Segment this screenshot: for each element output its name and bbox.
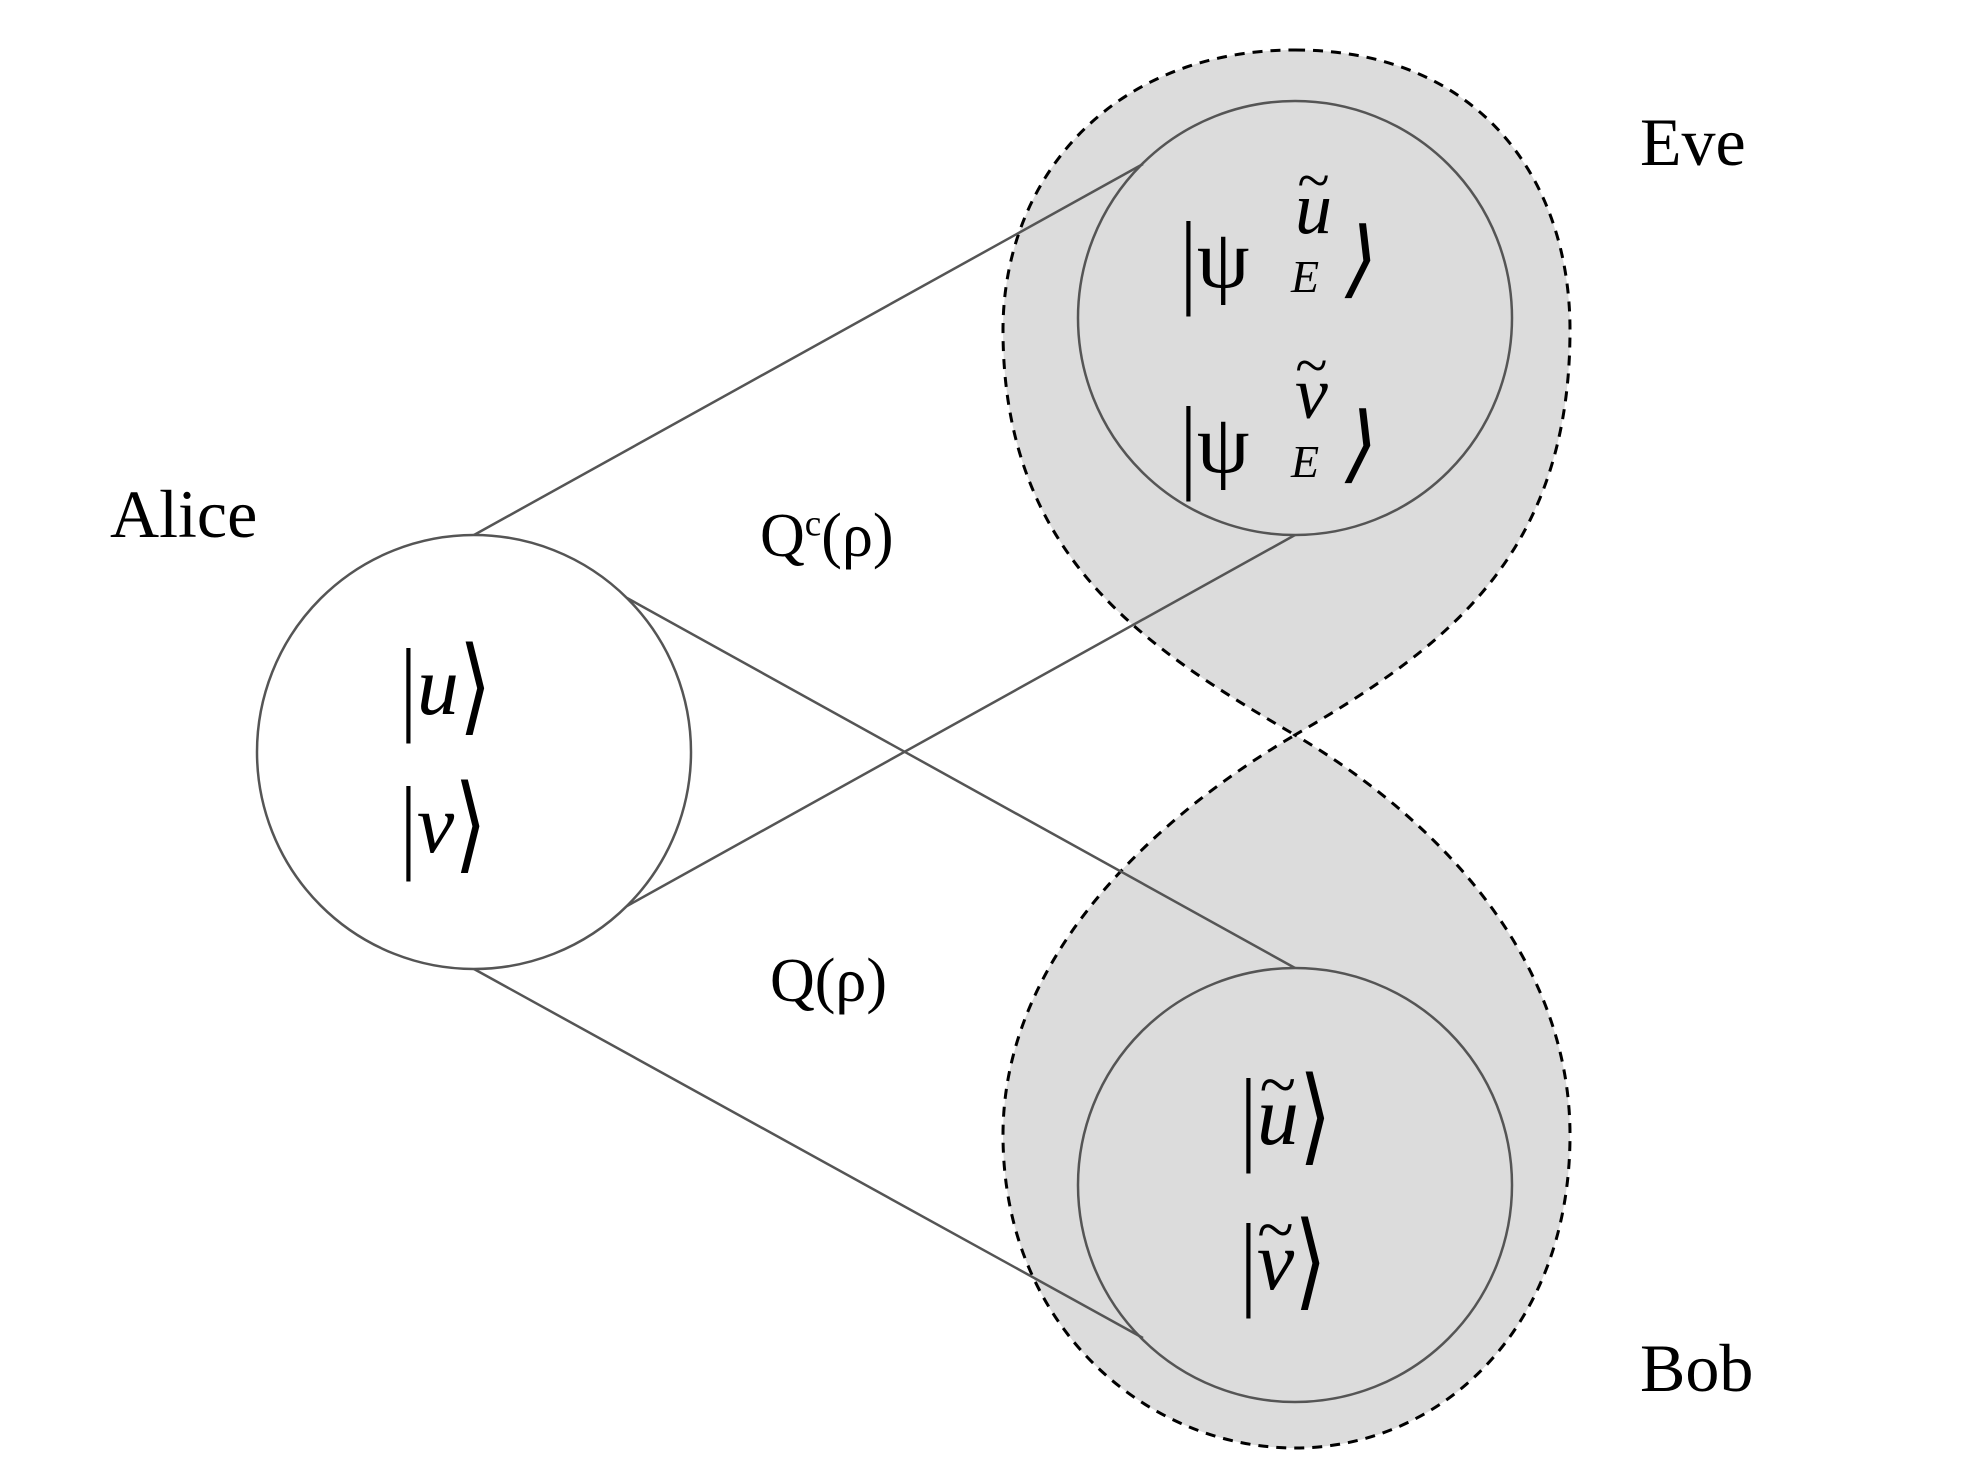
alice-state-u: |u⟩	[400, 628, 492, 745]
line-alice-bottom-to-bob	[473, 967, 1144, 1340]
bob-label: Bob	[1640, 1330, 1754, 1406]
main-channel-label: Q(ρ)	[770, 947, 888, 1015]
eve-state-v-rangle: ⟩	[1345, 398, 1378, 491]
line-alice-to-eve-bottom	[626, 533, 1296, 908]
eve-state-v-sub: E	[1291, 436, 1320, 487]
bob-state-u: |~u⟩	[1240, 1047, 1332, 1175]
bob-state-v: |~v⟩	[1240, 1192, 1327, 1320]
eve-state-u-sup: ~u	[1295, 147, 1332, 250]
line-alice-top-to-eve	[473, 162, 1144, 537]
eve-state-v: |ψ	[1180, 386, 1250, 503]
alice-label: Alice	[110, 476, 258, 552]
alice-circle	[255, 533, 693, 971]
line-alice-to-bob-top	[626, 596, 1296, 970]
eve-state-u: |ψ	[1180, 201, 1250, 318]
alice-state-v: |v⟩	[400, 766, 487, 883]
complementary-channel-label: Qc(ρ)	[760, 502, 894, 570]
eve-state-u-sub: E	[1291, 251, 1320, 302]
eve-state-u-rangle: ⟩	[1345, 213, 1378, 306]
eve-state-v-sup: ~v	[1295, 332, 1328, 435]
eve-label: Eve	[1640, 104, 1746, 180]
